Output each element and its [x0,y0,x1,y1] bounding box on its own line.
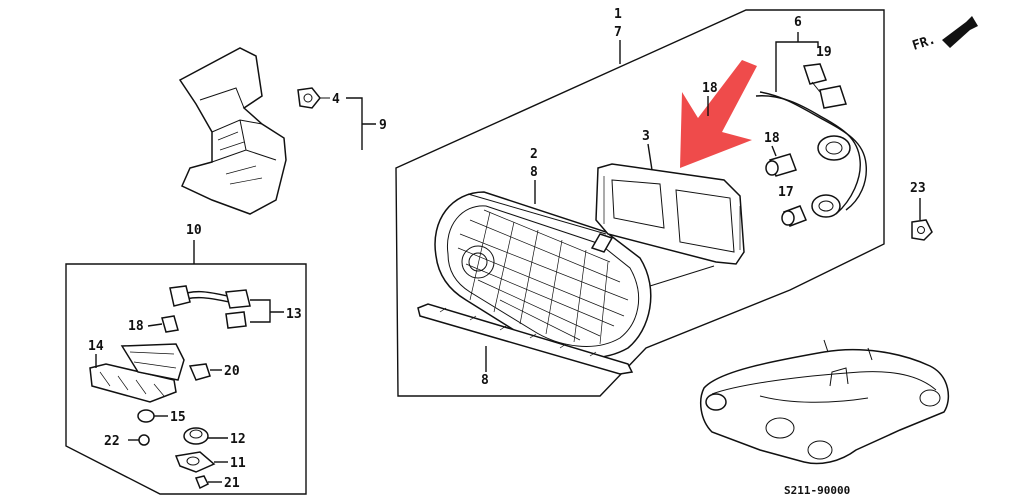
highlight-arrow [680,60,757,168]
gasket-plate [595,163,745,265]
clip-20 [188,363,211,381]
callout-15: 15 [170,410,186,425]
screw-22 [138,434,150,446]
front-direction-label: FR. [911,32,938,54]
leader-18a [771,145,777,157]
callout-23: 23 [910,181,926,196]
callout-14: 14 [88,339,104,354]
callout-18a: 18 [764,131,780,146]
diagram-code: S211-90000 [784,484,850,497]
lamp-housing [434,191,652,359]
callout-1: 1 [614,7,622,22]
callout-21: 21 [224,476,240,491]
callout-3: 3 [642,129,650,144]
grommet-15 [137,409,155,423]
wiring-harness [755,63,867,218]
callout-19: 19 [816,45,832,60]
bracket-cover [178,47,287,215]
front-direction-arrow-icon [942,16,978,48]
callout-4: 4 [332,92,340,107]
callout-13: 13 [286,307,302,322]
bulb-17 [781,205,807,227]
callout-7: 7 [614,25,622,40]
leader-3 [647,143,653,171]
nut-21 [194,475,210,490]
socket-plate-14 [89,343,185,403]
nut-23 [911,219,933,241]
leader-13 [250,299,284,323]
assembly-frame [395,9,885,397]
leader-6 [775,32,819,92]
socket-12 [183,427,209,445]
vehicle-locator [699,339,950,465]
sub-assembly-frame [65,263,307,495]
leader-18c [147,323,163,327]
gasket-strip [417,303,634,375]
callout-18b: 18 [702,81,718,96]
callout-10: 10 [186,223,202,238]
callout-8b: 8 [481,373,489,388]
bulb-18 [765,153,797,177]
leader-frame-inner [649,265,715,287]
callout-22: 22 [104,434,120,449]
callout-20: 20 [224,364,240,379]
callout-12: 12 [230,432,246,447]
sub-harness [169,285,251,329]
gasket-11 [174,451,216,473]
bulb-18-small [161,315,179,333]
callout-11: 11 [230,456,246,471]
callout-2: 2 [530,147,538,162]
callout-group-4-9 [297,87,376,150]
callout-9: 9 [379,118,387,133]
callout-18c: 18 [128,319,144,334]
callout-6: 6 [794,15,802,30]
callout-17: 17 [778,185,794,200]
callout-8a: 8 [530,165,538,180]
